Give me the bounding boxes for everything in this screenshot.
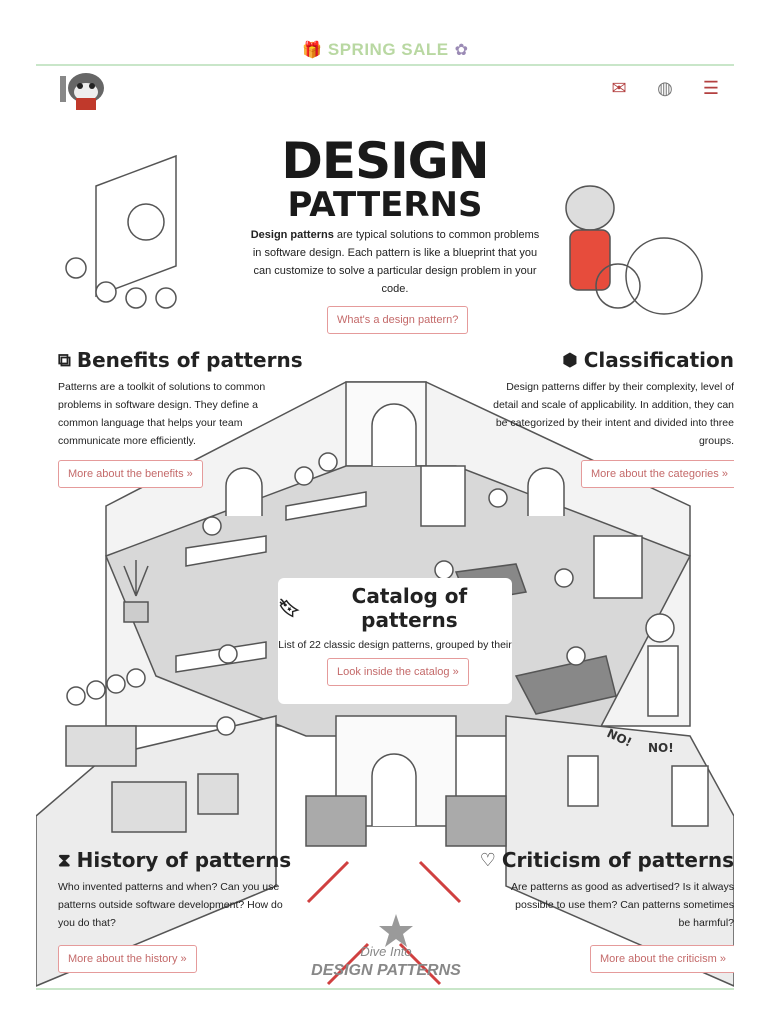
page: NO! NO! 🎁 SPRING SALE ✿ ✉ ◍ ☰ DESIGN PAT…: [36, 36, 734, 990]
classification-text: Design patterns differ by their complexi…: [493, 381, 734, 447]
criticism-text: Are patterns as good as advertised? Is i…: [511, 881, 734, 929]
mail-icon[interactable]: ✉: [611, 78, 627, 98]
header-actions: ✉ ◍ ☰: [608, 78, 722, 99]
sale-banner-label: SPRING SALE: [327, 40, 449, 59]
classification-button[interactable]: More about the categories »: [581, 460, 734, 488]
criticism-button[interactable]: More about the criticism »: [590, 945, 734, 973]
globe-icon[interactable]: ◍: [657, 78, 673, 98]
hero-intro: Design patterns are typical solutions to…: [250, 226, 540, 298]
bottom-divider: [36, 988, 734, 990]
benefits-title: Benefits of patterns: [76, 348, 303, 372]
benefits-text: Patterns are a toolkit of solutions to c…: [58, 381, 266, 447]
raccoon-logo[interactable]: [56, 68, 112, 110]
classification-title: Classification: [583, 348, 734, 372]
benefits-section: ⧉Benefits of patterns Patterns are a too…: [58, 348, 303, 450]
dive-line1: Dive Into: [360, 944, 412, 959]
heart-broken-icon: ♡: [479, 849, 496, 871]
hero-intro-rest: are typical solutions to common problems…: [252, 229, 540, 295]
dive-into-link[interactable]: Dive Into DESIGN PATTERNS: [296, 902, 476, 990]
hero-intro-bold: Design patterns: [250, 229, 334, 241]
catalog-title: Catalog of patterns: [351, 584, 468, 632]
catalog-button[interactable]: Look inside the catalog »: [327, 658, 469, 686]
bookmark-icon: 🔖︎: [278, 597, 301, 619]
history-text: Who invented patterns and when? Can you …: [58, 881, 283, 929]
criticism-section: ♡Criticism of patterns Are patterns as g…: [480, 848, 734, 932]
star-icon: [379, 914, 413, 947]
hero-title-line1: DESIGN: [281, 132, 489, 190]
sale-banner[interactable]: 🎁 SPRING SALE ✿: [36, 36, 734, 66]
puzzle-icon: ⧉: [58, 349, 71, 371]
benefits-button[interactable]: More about the benefits »: [58, 460, 203, 488]
gift-icon: 🎁: [301, 42, 322, 59]
history-title: History of patterns: [76, 848, 292, 872]
hero-title-line2: PATTERNS: [287, 185, 483, 225]
whats-a-pattern-button[interactable]: What's a design pattern?: [327, 306, 469, 334]
criticism-title: Criticism of patterns: [501, 848, 734, 872]
history-section: ⧗History of patterns Who invented patter…: [58, 848, 291, 932]
dive-line2: DESIGN PATTERNS: [311, 962, 461, 979]
classification-section: ⬢Classification Design patterns differ b…: [486, 348, 734, 450]
menu-icon[interactable]: ☰: [702, 78, 720, 98]
flower-icon: ✿: [454, 42, 469, 59]
hourglass-icon: ⧗: [58, 849, 71, 871]
cubes-icon: ⬢: [562, 349, 578, 371]
no-sign-text-2: NO!: [648, 741, 674, 755]
history-button[interactable]: More about the history »: [58, 945, 197, 973]
